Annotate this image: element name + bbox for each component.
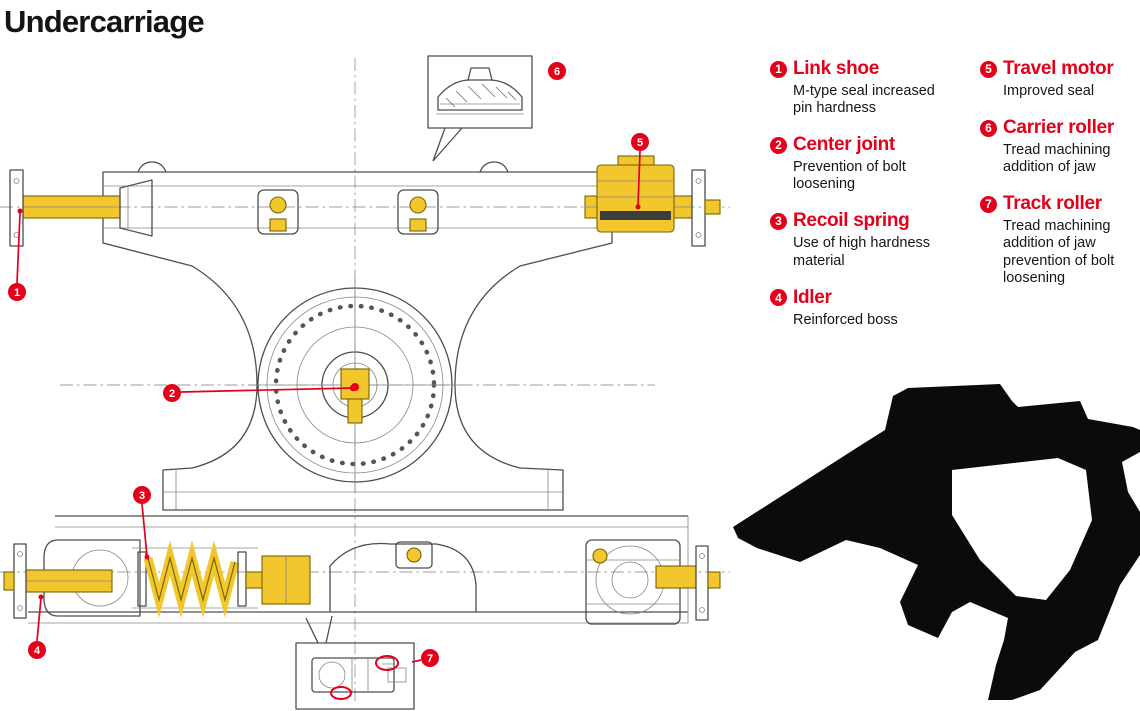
lifting-lugs bbox=[137, 161, 509, 173]
legend-column-2: 5 Travel motor Improved seal 6 Carrier r… bbox=[980, 58, 1140, 304]
left-axle bbox=[9, 169, 153, 247]
track-guard bbox=[329, 541, 477, 612]
legend-number-badge: 5 bbox=[980, 60, 997, 78]
marker-number: 6 bbox=[554, 66, 560, 78]
legend-description: Prevention of bolt loosening bbox=[793, 159, 906, 193]
legend-description: Reinforced boss bbox=[793, 311, 898, 328]
legend-number-badge: 1 bbox=[770, 60, 787, 78]
legend-description: Use of high hardness material bbox=[793, 235, 931, 269]
legend-item-recoil-spring: 3 Recoil spring Use of high hardness mat… bbox=[770, 210, 975, 269]
track-frame-silhouette bbox=[733, 384, 1140, 700]
recoil-spring bbox=[132, 540, 258, 618]
inset-pointer bbox=[305, 615, 333, 644]
marker-7: 7 bbox=[411, 649, 439, 667]
marker-1: 1 bbox=[8, 208, 26, 301]
legend-label: Idler bbox=[793, 286, 832, 308]
legend-label: Link shoe bbox=[793, 58, 879, 79]
legend-item-track-roller: 7 Track roller Tread machining addition … bbox=[980, 193, 1140, 286]
legend-label: Center joint bbox=[793, 134, 895, 156]
legend-column-1: 1 Link shoe M-type seal increased pin ha… bbox=[770, 58, 975, 346]
link-shoe-inset bbox=[427, 55, 533, 162]
marker-4: 4 bbox=[28, 594, 46, 659]
marker-6: 6 bbox=[548, 62, 566, 80]
center-joint-marker-dot bbox=[351, 383, 359, 391]
marker-number: 2 bbox=[169, 388, 175, 400]
marker-number: 7 bbox=[427, 653, 433, 665]
legend-number-badge: 7 bbox=[980, 195, 997, 213]
travel-motor-plan bbox=[596, 155, 675, 233]
marker-number: 3 bbox=[139, 490, 145, 502]
side-view bbox=[3, 515, 721, 625]
inset-pointer bbox=[432, 127, 463, 162]
legend-item-center-joint: 2 Center joint Prevention of bolt loosen… bbox=[770, 134, 975, 193]
marker-5: 5 bbox=[631, 133, 649, 210]
idler bbox=[3, 539, 141, 619]
legend-label: Recoil spring bbox=[793, 210, 910, 232]
plan-view bbox=[9, 155, 721, 511]
legend-label: Carrier roller bbox=[1003, 117, 1114, 139]
legend-item-link-shoe: 1 Link shoe M-type seal increased pin ha… bbox=[770, 58, 975, 117]
legend-description: M-type seal increased pin hardness bbox=[793, 83, 935, 117]
legend-item-carrier-roller: 6 Carrier roller Tread machining additio… bbox=[980, 117, 1140, 176]
track-frame-outline bbox=[102, 171, 613, 511]
marker-number: 4 bbox=[34, 645, 41, 657]
center-joint bbox=[340, 368, 370, 424]
page-title: Undercarriage bbox=[4, 4, 205, 39]
frame-mounts bbox=[257, 189, 439, 235]
marker-number: 5 bbox=[637, 137, 643, 149]
legend-number-badge: 3 bbox=[770, 212, 787, 230]
legend-item-travel-motor: 5 Travel motor Improved seal bbox=[980, 58, 1140, 100]
legend-description: Tread machining addition of jaw preventi… bbox=[1003, 218, 1115, 286]
legend-label: Track roller bbox=[1003, 193, 1102, 215]
legend-number-badge: 6 bbox=[980, 119, 997, 137]
legend-number-badge: 4 bbox=[770, 289, 787, 307]
legend-number-badge: 2 bbox=[770, 136, 787, 154]
marker-3: 3 bbox=[133, 486, 151, 560]
undercarriage-drawing: 1 2 3 4 5 6 7 bbox=[0, 55, 730, 710]
marker-number: 1 bbox=[14, 287, 20, 299]
track-roller-inset bbox=[295, 615, 415, 710]
legend-description: Improved seal bbox=[1003, 83, 1095, 99]
legend-description: Tread machining addition of jaw bbox=[1003, 142, 1111, 176]
hydraulic-cylinder bbox=[245, 555, 311, 605]
travel-motor-side bbox=[585, 539, 721, 625]
legend-label: Travel motor bbox=[1003, 58, 1114, 79]
legend-item-idler: 4 Idler Reinforced boss bbox=[770, 287, 975, 329]
